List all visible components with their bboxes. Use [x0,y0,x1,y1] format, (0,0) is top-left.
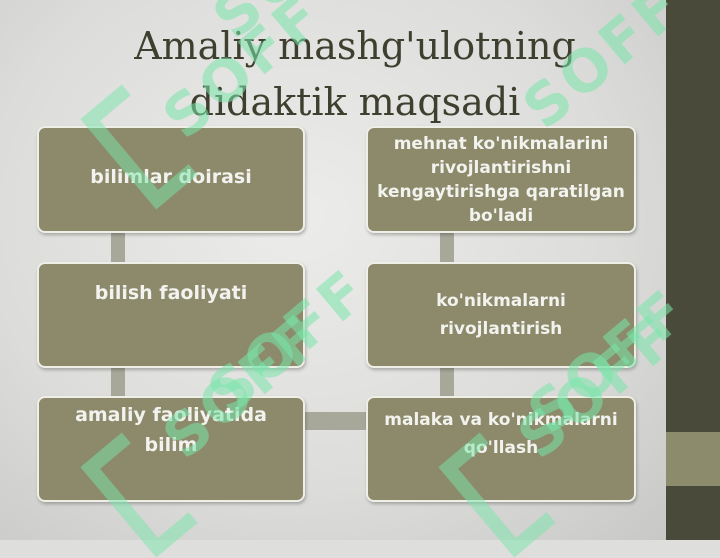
node-mehnat-konikmalarini: mehnat ko'nikmalarini rivojlantirishni k… [366,126,636,233]
node-label-line: bilim [144,434,198,456]
node-bilish-faoliyati: bilish faoliyati [37,262,305,368]
node-label-line: rivojlantirish [439,319,563,339]
node-label-line: bo'ladi [468,205,534,226]
node-label: bilish faoliyati [94,282,248,304]
connector-right-mid-bottom [440,368,454,396]
connector-right-top-mid [440,233,454,263]
node-bilimlar-doirasi: bilimlar doirasi [37,126,305,233]
node-label-line: kengaytirishga qaratilgan [377,181,625,202]
slide-title: Amaliy mashg'ulotning didaktik maqsadi [40,18,670,130]
connector-bottom-horizontal [305,412,367,430]
title-line-1: Amaliy mashg'ulotning [134,24,576,68]
node-label-line: malaka va ko'nikmalarni [384,410,618,430]
node-amaliy-faoliyatida-bilim: amaliy faoliyatida bilim [37,396,305,502]
node-konikmalarni-rivojlantirish: ko'nikmalarni rivojlantirish [366,262,636,368]
node-label: bilimlar doirasi [90,165,252,188]
node-label-line: ko'nikmalarni [436,291,566,311]
connector-left-top-mid [111,233,125,263]
side-band-accent [666,432,720,486]
node-malaka-va-konikmalarni: malaka va ko'nikmalarni qo'llash [366,396,636,502]
node-label-line: rivojlantirishni [430,157,572,178]
node-label-line: qo'llash [463,438,539,458]
node-label-line: mehnat ko'nikmalarini [393,133,609,154]
connector-left-mid-bottom [111,368,125,396]
title-line-2: didaktik maqsadi [189,80,521,124]
node-label-line: amaliy faoliyatida [75,404,267,426]
